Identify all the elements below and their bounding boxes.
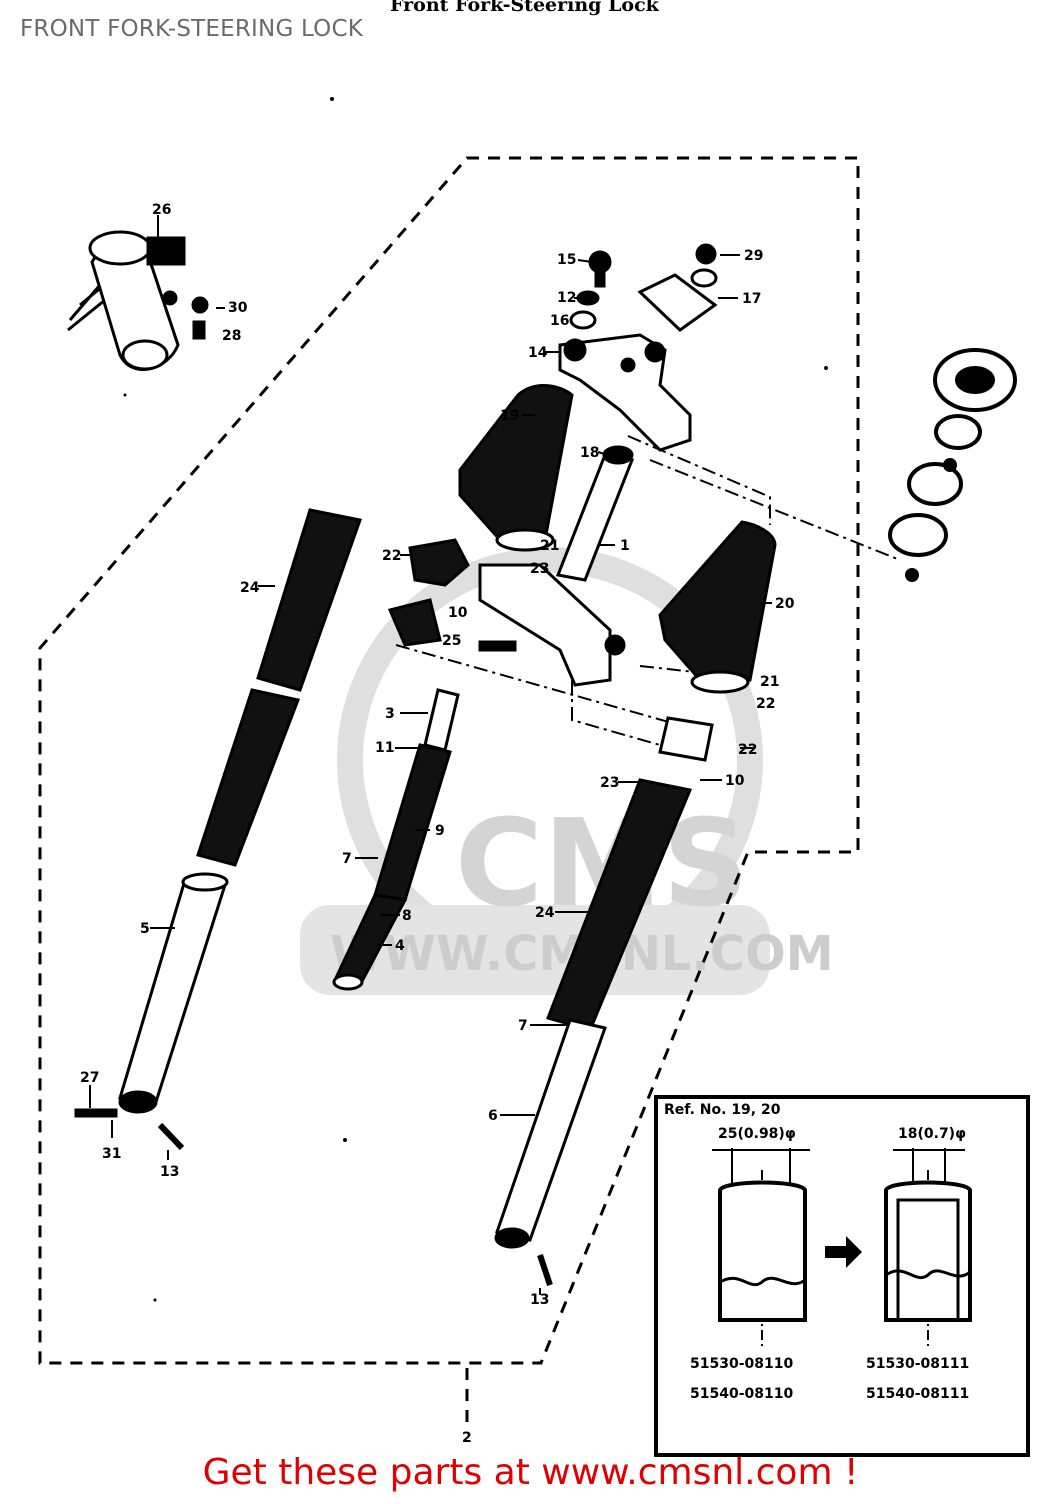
inset-ref-label: Ref. No. 19, 20	[664, 1102, 781, 1118]
callout-label: 18	[580, 445, 599, 461]
callout-label: 28	[222, 328, 241, 344]
fork-covers	[458, 384, 777, 694]
lower-bracket	[387, 538, 626, 687]
inset-right-dim: 18(0.7)φ	[898, 1126, 966, 1142]
callout-label: 20	[775, 596, 795, 612]
callout-label: 25	[442, 633, 461, 649]
callout-label: 4	[395, 938, 405, 954]
callout-label: 2	[462, 1430, 472, 1446]
callout-label: 16	[550, 313, 569, 329]
page-title: FRONT FORK-STEERING LOCK	[20, 16, 364, 42]
callout-label: 8	[402, 908, 412, 924]
callout-label: 29	[744, 248, 763, 264]
callout-label: 31	[102, 1146, 121, 1162]
callout-label: 14	[528, 345, 548, 361]
inset-left-dim: 25(0.98)φ	[718, 1126, 796, 1142]
steering-stem	[555, 445, 635, 582]
callout-leaders	[89, 215, 772, 1295]
callout-label: 21	[540, 538, 559, 554]
callout-label: 10	[725, 773, 745, 789]
plate-title: Front Fork-Steering Lock	[390, 0, 659, 16]
right-fork	[494, 716, 714, 1286]
get-parts-link[interactable]: Get these parts at www.cmsnl.com !	[202, 1452, 859, 1493]
callout-label: 7	[518, 1018, 528, 1034]
callout-label: 27	[80, 1070, 99, 1086]
scan-specks	[123, 97, 828, 1302]
callout-label: 12	[557, 290, 576, 306]
left-fork	[74, 508, 362, 1151]
inset-left-part-1: 51530-08110	[690, 1356, 793, 1372]
callout-label: 24	[240, 580, 260, 596]
callout-numbers: 26 29 30 28 15 12 16 14 28 17 19 18 1 21…	[80, 202, 795, 1446]
callout-label: 15	[557, 252, 576, 268]
watermark: CMS WWW.CMSNL.COM	[300, 547, 834, 995]
steering-bearings	[888, 348, 1017, 582]
steering-lock-assembly	[67, 230, 209, 371]
callout-label: 19	[500, 408, 519, 424]
inset-detail: Ref. No. 19, 20 25(0.98)φ 18(0.7)φ 51530…	[654, 1095, 1030, 1457]
callout-label: 5	[140, 921, 150, 937]
callout-label: 17	[742, 291, 761, 307]
callout-label: 22	[756, 696, 775, 712]
arrow-icon	[825, 1236, 862, 1268]
inset-right-part-1: 51530-08111	[866, 1356, 969, 1372]
guide-lines	[395, 435, 901, 746]
inset-right-part-2: 51540-08111	[866, 1386, 969, 1402]
assembly-boundary	[38, 156, 860, 1425]
callout-label: 10	[448, 605, 468, 621]
callout-label: 6	[488, 1108, 498, 1124]
callout-label: 24	[535, 905, 555, 921]
callout-label: 22	[738, 742, 757, 758]
callout-label: 30	[228, 300, 248, 316]
callout-label: 3	[385, 706, 395, 722]
callout-label: 1	[620, 538, 630, 554]
callout-label: 21	[760, 674, 779, 690]
callout-label: 9	[435, 823, 445, 839]
callout-label: 23	[600, 775, 619, 791]
callout-label: 23	[530, 561, 549, 577]
inset-left-part-2: 51540-08110	[690, 1386, 793, 1402]
callout-label: 11	[375, 740, 394, 756]
damper-rod	[332, 688, 460, 991]
upper-bracket	[558, 243, 718, 452]
callout-label: 13	[160, 1164, 179, 1180]
callout-label: 13	[530, 1292, 549, 1308]
callout-label: 7	[342, 851, 352, 867]
callout-label: 22	[382, 548, 401, 564]
callout-label: 26	[152, 202, 171, 218]
